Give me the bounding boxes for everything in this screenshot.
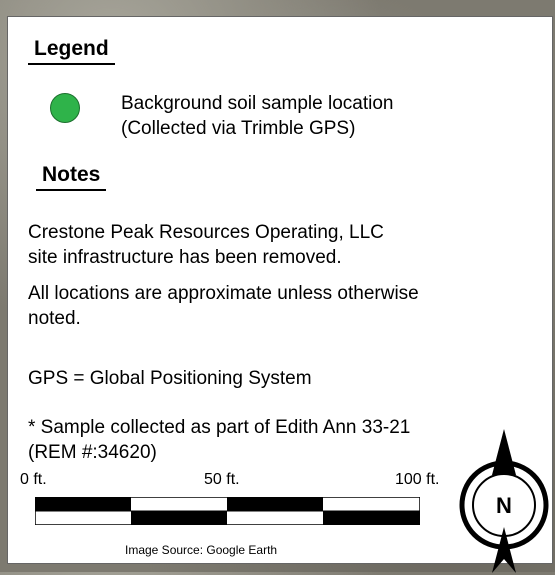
green-circle-icon bbox=[50, 93, 80, 123]
scale-bar bbox=[35, 497, 420, 525]
legend-item-label-line2: (Collected via Trimble GPS) bbox=[121, 118, 356, 139]
north-arrow-icon: N bbox=[459, 429, 549, 573]
legend-item-label: Background soil sample location (Collect… bbox=[121, 91, 394, 141]
legend-panel: Legend Background soil sample location (… bbox=[7, 16, 553, 573]
scale-bar-segment bbox=[227, 497, 323, 511]
scale-label-0: 0 ft. bbox=[20, 471, 47, 488]
scale-label-100: 100 ft. bbox=[395, 471, 440, 488]
legend-item-label-line1: Background soil sample location bbox=[121, 93, 394, 114]
scale-bar-segment bbox=[323, 511, 420, 525]
scale-bar-segment bbox=[131, 511, 227, 525]
note-sample-collection: * Sample collected as part of Edith Ann … bbox=[28, 417, 411, 463]
scale-bar-segment bbox=[35, 497, 131, 511]
north-label: N bbox=[496, 493, 512, 518]
image-source: Image Source: Google Earth bbox=[125, 543, 278, 557]
legend-title: Legend bbox=[28, 37, 115, 65]
note-infrastructure: Crestone Peak Resources Operating, LLC s… bbox=[28, 222, 384, 268]
notes-title: Notes bbox=[36, 163, 107, 191]
note-approximate-locations: All locations are approximate unless oth… bbox=[28, 283, 419, 329]
scale-label-50: 50 ft. bbox=[204, 471, 240, 488]
note-gps-definition: GPS = Global Positioning System bbox=[28, 368, 312, 389]
